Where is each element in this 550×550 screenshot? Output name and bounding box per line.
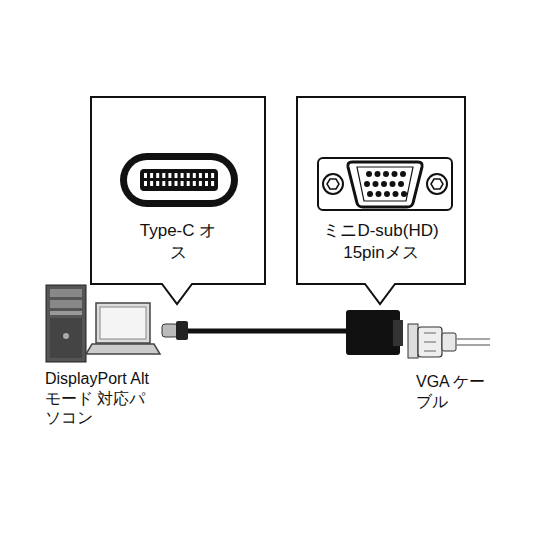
pin-hole [400, 171, 406, 177]
device-label: DisplayPort Altモード 対応パソコン [45, 369, 155, 428]
pin [144, 173, 147, 178]
pin [211, 181, 214, 186]
laptop [86, 303, 160, 354]
pin [162, 173, 165, 178]
pin-hole [384, 191, 390, 197]
callout-bubble: ミニD-sub(HD) 15pinメス [296, 96, 466, 285]
pin-hole [364, 181, 370, 187]
pin-hole [398, 181, 404, 187]
pin [187, 181, 190, 186]
pin [193, 173, 196, 178]
bubble-border [91, 97, 265, 304]
pin [162, 181, 165, 186]
type-c-connector [120, 153, 238, 207]
pin [144, 181, 147, 186]
pin [199, 173, 202, 178]
vga-plug [408, 324, 490, 358]
pin [150, 181, 153, 186]
bubble-outline [296, 96, 466, 307]
pin [187, 173, 190, 178]
bubble-border [297, 97, 465, 304]
pin [205, 173, 208, 178]
pin [199, 181, 202, 186]
pin-hole [375, 171, 381, 177]
pin [193, 181, 196, 186]
pin [175, 173, 178, 178]
pin-hole [376, 191, 382, 197]
connector-name: Type-C オス [138, 220, 218, 264]
pin [168, 173, 171, 178]
pin [168, 181, 171, 186]
tower-pc [46, 285, 86, 362]
adapter-cable [162, 310, 403, 355]
pin [156, 173, 159, 178]
pin-hole [373, 181, 379, 187]
pin [211, 173, 214, 178]
pin-hole [383, 171, 389, 177]
connector-name: ミニD-sub(HD) 15pinメス [311, 220, 451, 264]
pin-hole [390, 181, 396, 187]
pin-hole [381, 181, 387, 187]
callout-bubble: Type-C オス [90, 96, 266, 285]
pin-hole [393, 191, 399, 197]
pin-hole [392, 171, 398, 177]
pin [181, 173, 184, 178]
pin [175, 181, 178, 186]
pin-hole [367, 191, 373, 197]
pin-hole [401, 191, 407, 197]
pin [181, 181, 184, 186]
cable-label: VGA ケーブル [416, 372, 486, 411]
vga-female-connector [318, 158, 452, 210]
pin [150, 173, 153, 178]
pin [156, 181, 159, 186]
bubble-outline [90, 96, 266, 307]
pin-hole [366, 171, 372, 177]
pin [205, 181, 208, 186]
